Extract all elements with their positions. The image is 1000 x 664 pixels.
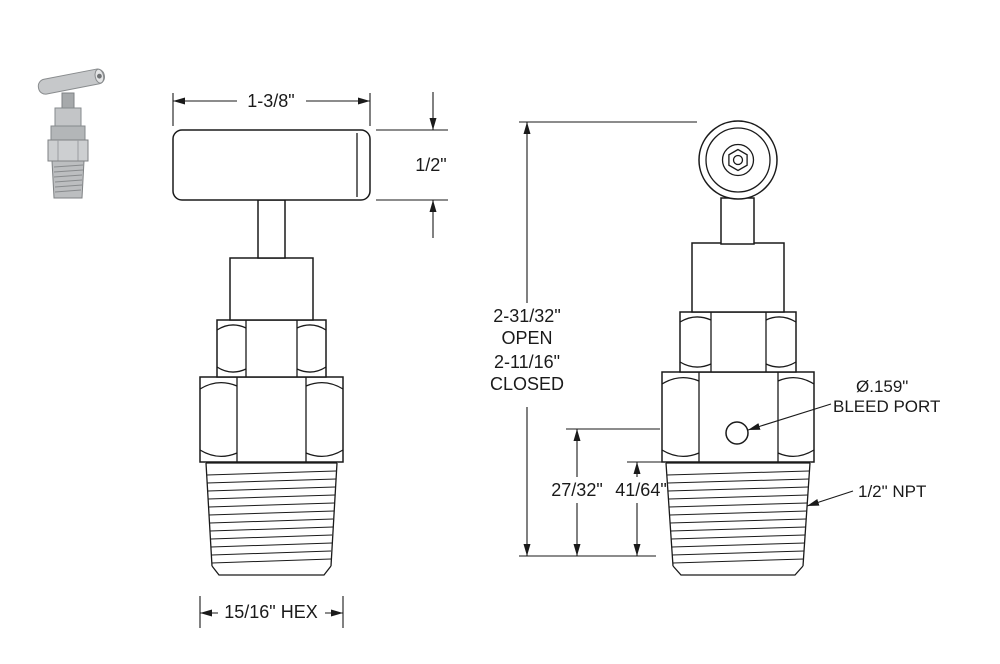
dim-handle-width: 1-3/8" bbox=[172, 91, 371, 126]
front-threads bbox=[205, 462, 338, 576]
callout-npt-thread: 1/2" NPT bbox=[806, 482, 926, 507]
front-stem bbox=[257, 199, 286, 259]
bleed-port-hole bbox=[725, 421, 749, 445]
front-packing-nut bbox=[216, 319, 327, 378]
dim-hex-width-label: 15/16" HEX bbox=[224, 602, 317, 622]
front-handle-bar bbox=[172, 129, 371, 201]
thumbnail-hex-body bbox=[47, 139, 89, 162]
dim-height-open-suffix: OPEN bbox=[501, 328, 552, 348]
thumbnail-bonnet bbox=[54, 107, 82, 127]
handle-hex-socket bbox=[728, 148, 748, 172]
side-packing-nut bbox=[679, 311, 797, 373]
side-stem bbox=[720, 197, 755, 245]
thumbnail-locknut bbox=[50, 125, 86, 141]
product-thumbnail bbox=[37, 68, 106, 199]
dim-thread-length: 41/64" bbox=[615, 461, 667, 556]
dim-height-open-value: 2-31/32" bbox=[493, 306, 560, 326]
dim-handle-width-label: 1-3/8" bbox=[247, 91, 294, 111]
npt-thread-label: 1/2" NPT bbox=[858, 482, 926, 501]
front-view bbox=[172, 129, 371, 576]
dim-height-closed-value: 2-11/16" bbox=[494, 352, 560, 372]
dim-overall-height: 2-31/32" OPEN 2-11/16" CLOSED bbox=[490, 121, 697, 557]
bleed-port-diameter-label: Ø.159" bbox=[856, 377, 908, 396]
callout-bleed-port: Ø.159" BLEED PORT bbox=[747, 377, 940, 431]
thumbnail-stem bbox=[61, 92, 75, 111]
dim-handle-thickness: 1/2" bbox=[376, 92, 448, 238]
dim-thread-length-label: 41/64" bbox=[615, 480, 666, 500]
front-hex-body bbox=[199, 376, 344, 463]
dim-height-closed-suffix: CLOSED bbox=[490, 374, 564, 394]
side-view-dimensions: 2-31/32" OPEN 2-11/16" CLOSED 27/32" 41/… bbox=[490, 121, 940, 557]
dim-bleed-port-height: 27/32" bbox=[551, 428, 660, 556]
side-view bbox=[661, 120, 815, 576]
thumbnail-handle-bar bbox=[37, 68, 106, 95]
dim-hex-width: 15/16" HEX bbox=[199, 596, 344, 628]
dim-bleed-port-height-label: 27/32" bbox=[551, 480, 602, 500]
bleed-port-text-label: BLEED PORT bbox=[833, 397, 940, 416]
front-view-dimensions: 1-3/8" 1/2" 15/16" HEX bbox=[172, 91, 448, 628]
dim-handle-thickness-label: 1/2" bbox=[415, 155, 446, 175]
side-handle-end bbox=[698, 120, 778, 200]
side-bonnet bbox=[691, 242, 785, 313]
front-bonnet bbox=[229, 257, 314, 321]
side-threads bbox=[665, 462, 811, 576]
